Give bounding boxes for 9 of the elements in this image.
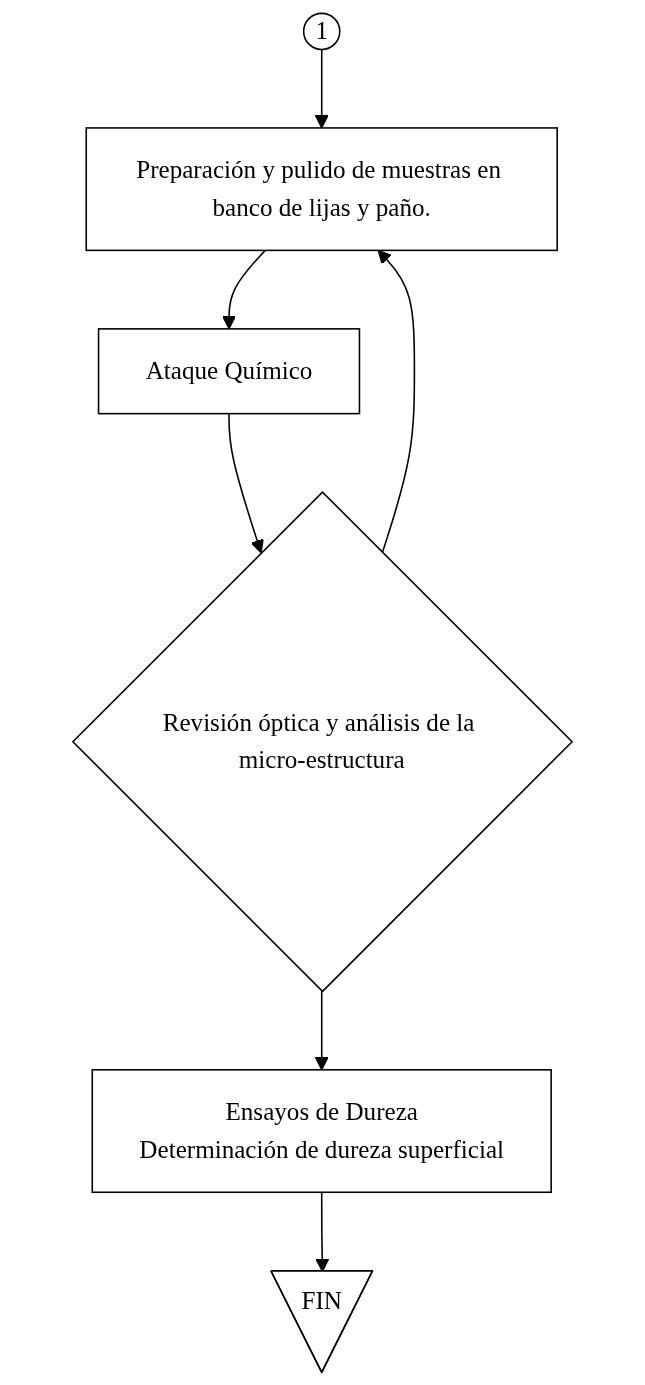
arrow: [228, 412, 264, 554]
node-box: Ensayos de Dureza Determinación de dureza superficial: [91, 1069, 552, 1194]
arrow: [314, 48, 329, 129]
node-box: Preparación y pulido de muestras en banco de lijas y paño.: [85, 127, 558, 252]
node-diamond: Revisión óptica y análisis de la micro-estructura: [71, 491, 574, 993]
node-box: Ataque Químico: [97, 328, 361, 415]
arrow: [314, 990, 329, 1071]
node-circle: 1: [302, 12, 341, 51]
arrow: [222, 249, 266, 330]
